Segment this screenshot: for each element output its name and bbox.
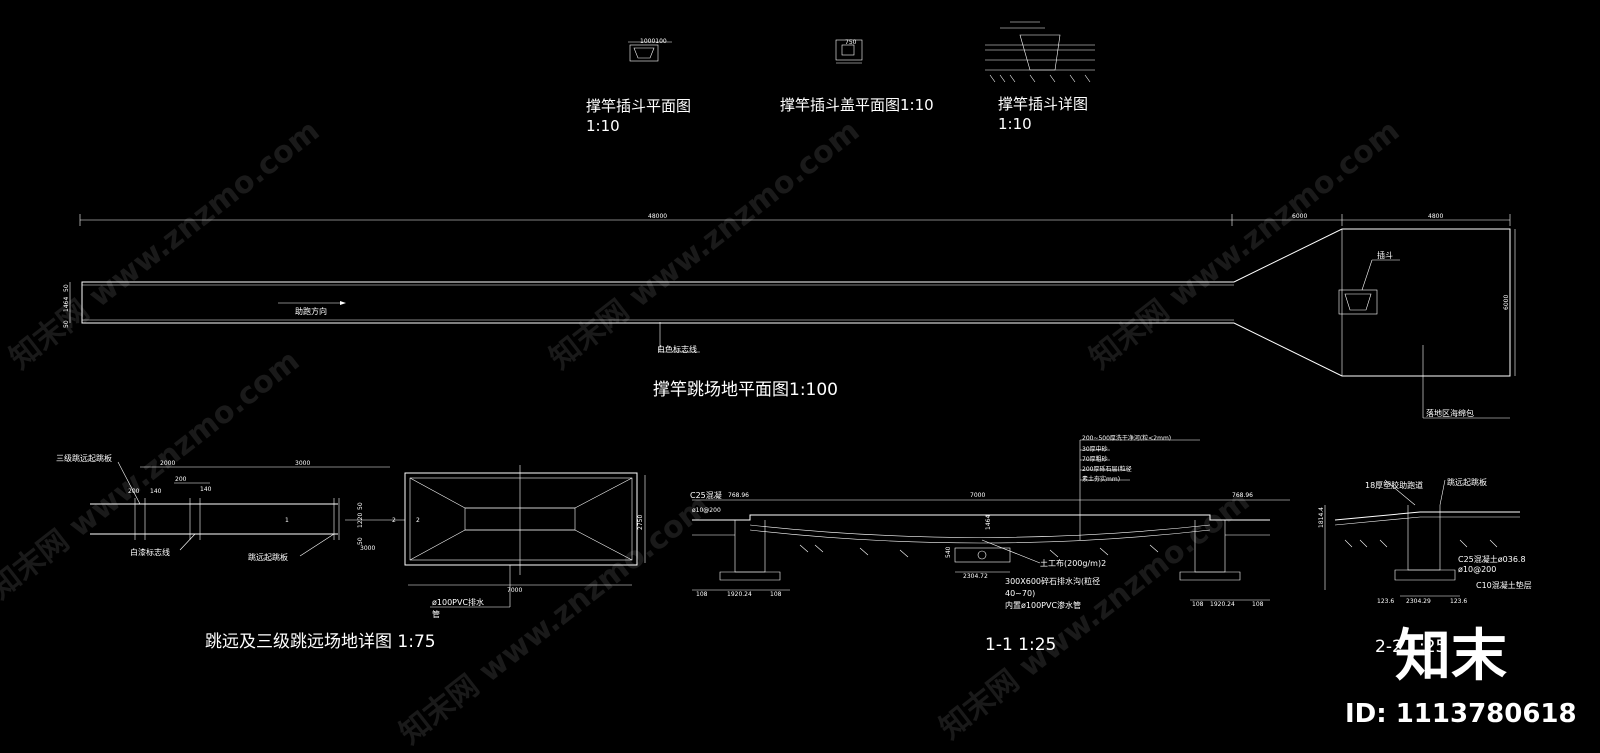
pit-plan-scale: 1:10	[586, 117, 620, 135]
sec1-dim-1920b: 1920.24	[1210, 601, 1235, 608]
layer-3: 70厚粗砂	[1082, 455, 1108, 463]
sec1-dim-1464: 1464	[985, 515, 992, 530]
dim-total: 48000	[648, 213, 667, 220]
dim-height: 6000	[1503, 295, 1510, 310]
takeoff-board-label: 跳远起跳板	[248, 552, 288, 562]
dim-taper: 6000	[1292, 213, 1307, 220]
image-id: ID: 1113780618	[1345, 699, 1577, 729]
pit-detail-scale: 1:10	[998, 115, 1032, 133]
long-jump-detail: 2000 3000 200 140 200 140 1 2 50 1220 50…	[56, 453, 646, 652]
sec2-c10: C10混凝土垫层	[1476, 580, 1532, 590]
watermark-layer: 知末网 www.znzmo.com 知末网 www.znzmo.com 知末网 …	[0, 113, 1406, 751]
dim-1220: 1220	[357, 513, 364, 528]
white-line-label: 白色标志线	[657, 344, 697, 354]
layer-4: 200厚砾石层(粒径	[1082, 465, 1132, 473]
white-paint-label: 白漆标志线	[130, 547, 170, 557]
pit-plan-detail: 1000100 撑竿插斗平面图 1:10	[586, 38, 691, 135]
mark-2-pit: 2	[416, 517, 420, 524]
run-direction-label: 助跑方向	[295, 306, 327, 316]
box-label: 插斗	[1377, 250, 1393, 260]
drain-label-1: 300X600碎石排水沟(粒径	[1005, 576, 1100, 586]
svg-text:1000100: 1000100	[640, 38, 667, 45]
sec2-c25: C25混凝土ø036.8	[1458, 554, 1526, 564]
dim-140b: 140	[200, 486, 212, 493]
drain-label-3: 内置ø100PVC渗水管	[1005, 600, 1081, 610]
dim-runway-width: 1464	[63, 297, 70, 312]
triple-board-label: 三级跳远起跳板	[56, 453, 112, 463]
watermark-text: 知末网 www.znzmo.com	[0, 343, 306, 606]
sec1-dim-1920a: 1920.24	[727, 591, 752, 598]
pit-detail-title: 撑竿插斗详图	[998, 95, 1088, 113]
dim-edge-bot: 50	[63, 320, 70, 328]
watermark-text: 知末网 www.znzmo.com	[3, 113, 326, 376]
dim-200a: 200	[128, 488, 140, 495]
layer-5: 素土夯实mm)	[1082, 475, 1120, 483]
dim-200b: 200	[175, 476, 187, 483]
layer-2: 30厚中砂	[1082, 445, 1108, 453]
landing-label: 落地区海绵包	[1426, 408, 1474, 418]
pipe-note: ø100PVC排水	[432, 597, 484, 607]
drain-label-2: 40~70)	[1005, 589, 1035, 598]
sec1-dim-108b: 108	[770, 591, 782, 598]
jump-detail-title: 跳远及三级跳远场地详图 1:75	[205, 632, 436, 652]
sec1-dim-540: 540	[945, 546, 952, 558]
mark-2: 2	[392, 517, 396, 524]
section-1-title: 1-1 1:25	[985, 635, 1056, 655]
sec2-dim-123b: 123.6	[1450, 598, 1467, 605]
sec1-c25: C25混凝	[690, 490, 722, 500]
sec1-dim-108d: 108	[1252, 601, 1264, 608]
dim-140a: 140	[150, 488, 162, 495]
sec1-dim-left: 768.96	[728, 492, 749, 499]
section-1-1: 7000 768.96 768.96 C25混凝 ø10@200 200~500…	[690, 434, 1290, 655]
sec1-dim-7000: 7000	[970, 492, 985, 499]
sec1-rebar: ø10@200	[692, 507, 721, 514]
dim-7000: 7000	[507, 587, 522, 594]
svg-text:750: 750	[845, 39, 857, 46]
watermark-text: 知末网 www.znzmo.com	[933, 483, 1256, 746]
section-2-2: 1814.4 18厚塑胶助跑道 跳远起跳板 C25混凝土ø036.8 ø10@2…	[1318, 477, 1532, 657]
sec1-dim-right: 768.96	[1232, 492, 1253, 499]
sec2-rebar: ø10@200	[1458, 565, 1496, 574]
sec2-board: 跳远起跳板	[1447, 477, 1487, 487]
pipe-note-2: 管	[432, 609, 440, 619]
watermark-text: 知末网 www.znzmo.com	[1083, 113, 1406, 376]
watermark-text: 知末网 www.znzmo.com	[543, 113, 866, 376]
sec2-runway: 18厚塑胶助跑道	[1365, 480, 1423, 490]
mark-1: 1	[285, 517, 289, 524]
pit-cover-detail: 750 撑竿插斗盖平面图1:10	[780, 39, 934, 114]
sec2-dim-123a: 123.6	[1377, 598, 1394, 605]
dim-50b: 50	[357, 537, 364, 545]
sec1-dim-108c: 108	[1192, 601, 1204, 608]
sec2-dim-2304: 2304.29	[1406, 598, 1431, 605]
pit-cover-title: 撑竿插斗盖平面图1:10	[780, 96, 934, 114]
sec2-dim-1814: 1814.4	[1318, 507, 1325, 528]
dim-3000b: 3000	[360, 545, 375, 552]
dim-2000: 2000	[160, 460, 175, 467]
pole-vault-plan: 48000 6000 4800 50 1464 50 6000 助跑方向 白色标…	[63, 213, 1516, 419]
section-2-title: 2-2 1:25	[1375, 637, 1446, 657]
pit-plan-title: 撑竿插斗平面图	[586, 97, 691, 115]
watermark-text: 知末网 www.znzmo.com	[393, 488, 716, 751]
dim-edge-top: 50	[63, 284, 70, 292]
dim-50a: 50	[357, 502, 364, 510]
dim-2750: 2750	[637, 515, 644, 530]
geotextile-label: 土工布(200g/m)2	[1040, 558, 1106, 568]
sec1-dim-108a: 108	[696, 591, 708, 598]
dim-3000: 3000	[295, 460, 310, 467]
sec1-dim-2304: 2304.72	[963, 573, 988, 580]
layer-1: 200~500厚洗干净河(粒<2mm)	[1082, 434, 1171, 442]
brand-logo: 知末	[1395, 624, 1507, 689]
pit-section-detail: 撑竿插斗详图 1:10	[985, 21, 1095, 133]
vault-plan-title: 撑竿跳场地平面图1:100	[653, 380, 838, 400]
dim-landing: 4800	[1428, 213, 1443, 220]
